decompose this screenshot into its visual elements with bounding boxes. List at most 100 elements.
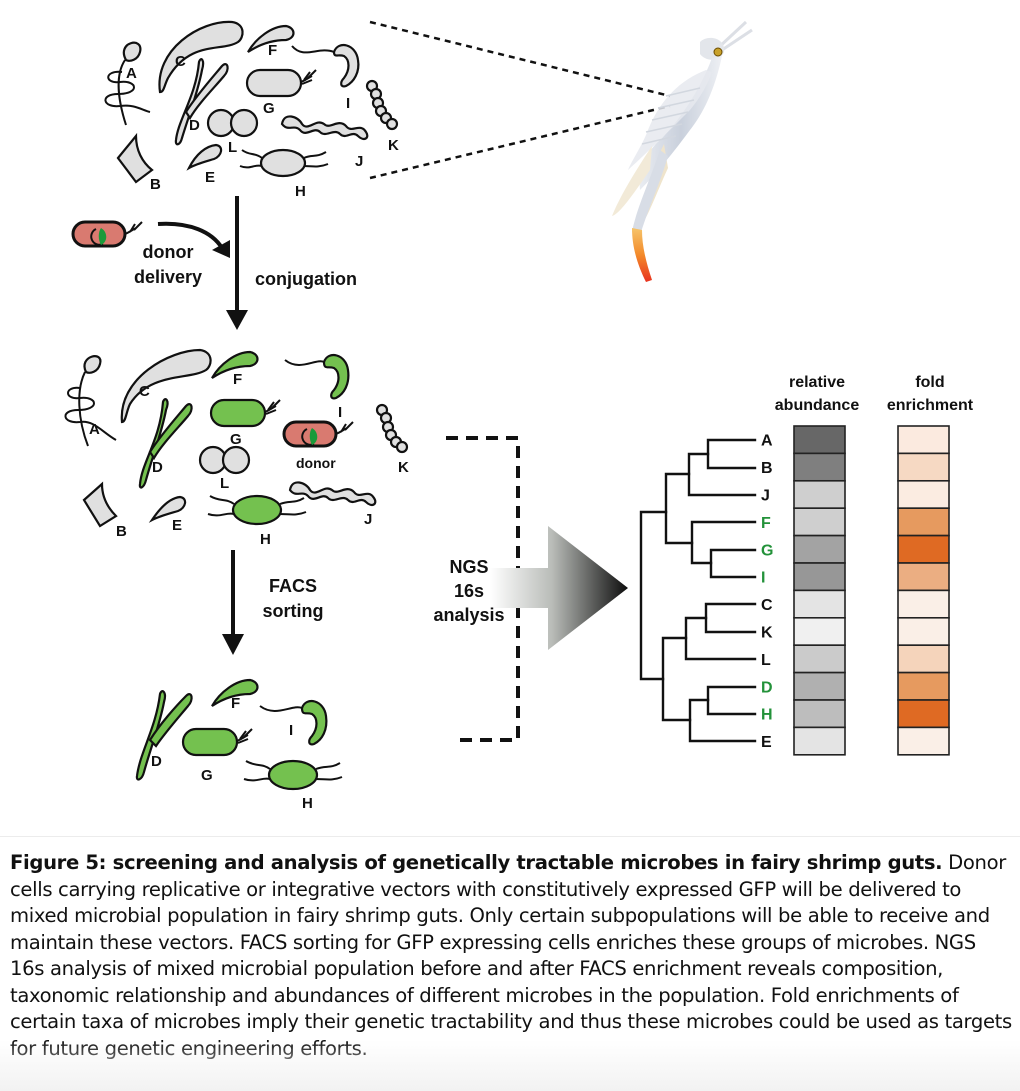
label-L: L	[228, 139, 237, 156]
label-H-stage2: H	[260, 531, 271, 548]
microbe-A	[104, 41, 151, 126]
leaf-label-K: K	[761, 625, 773, 642]
microbe-I	[291, 43, 360, 88]
microbe-B	[116, 132, 154, 184]
curved-arrowhead	[212, 240, 230, 258]
fairy-shrimp-image	[612, 20, 753, 282]
enrichment-cell-H	[897, 699, 950, 729]
label-B-stage2: B	[116, 523, 127, 540]
label-L-stage2: L	[220, 475, 229, 492]
enrichment-cell-C	[897, 589, 950, 619]
caption-title: Figure 5: screening and analysis of gene…	[10, 851, 943, 874]
abundance-cell-H	[793, 699, 846, 729]
abundance-cell-B	[793, 452, 846, 482]
microbe-D-stage3	[135, 690, 193, 781]
donor-delivery-line2: delivery	[134, 267, 202, 287]
microbe-K-stage2	[375, 403, 409, 454]
caption-body: Donor cells carrying replicative or inte…	[10, 851, 1012, 1060]
abundance-cell-J	[793, 479, 846, 509]
abundance-cell-I	[793, 562, 846, 592]
microbe-D-stage2	[138, 398, 193, 489]
microbe-F	[247, 24, 295, 53]
dendrogram	[639, 438, 757, 743]
down-arrow-2	[222, 634, 244, 655]
leaf-label-E: E	[761, 734, 772, 751]
label-D-stage2: D	[152, 459, 163, 476]
stage2-population: A B C D E F G H I J K L donor	[64, 348, 409, 548]
heatmap-relative-abundance	[793, 425, 846, 756]
abundance-cell-F	[793, 507, 846, 537]
enrichment-cell-F	[897, 507, 950, 537]
microbe-A-stage2	[64, 355, 117, 447]
leaf-label-A: A	[761, 433, 773, 450]
microbe-B-stage2	[82, 481, 118, 528]
label-D: D	[189, 117, 200, 134]
figure-diagram: A B C D E F G H I J K L	[64, 20, 974, 812]
leaf-label-C: C	[761, 597, 773, 614]
caption-divider	[0, 836, 1020, 837]
microbe-F-stage2	[211, 350, 259, 379]
label-I: I	[346, 95, 350, 112]
ngs-line1: NGS	[449, 557, 488, 577]
label-E-stage2: E	[172, 517, 182, 534]
microbe-I-stage3	[259, 699, 328, 746]
label-G: G	[263, 100, 275, 117]
conjugation-label: conjugation	[255, 269, 357, 289]
label-A-stage2: A	[89, 421, 100, 438]
enrichment-cell-D	[897, 671, 950, 701]
leaf-label-J: J	[761, 488, 770, 505]
enrichment-cell-J	[897, 479, 950, 509]
enrichment-cell-K	[897, 616, 950, 646]
microbe-I-stage2	[284, 353, 350, 400]
heatmap-fold-enrichment	[897, 425, 950, 756]
leaf-label-I: I	[761, 570, 765, 587]
leaf-label-F: F	[761, 515, 771, 532]
microbe-L-stage2	[198, 445, 251, 475]
microbe-G-stage2	[209, 398, 281, 428]
enrichment-cell-L	[897, 644, 950, 674]
abundance-cell-G	[793, 534, 846, 564]
label-G-stage3: G	[201, 767, 213, 784]
abundance-cell-A	[793, 425, 846, 455]
conjugation-step: donor delivery conjugation	[71, 196, 357, 330]
microbe-H-stage3	[243, 759, 343, 791]
facs-step: FACS sorting	[222, 550, 324, 655]
microbe-E-stage2	[148, 495, 187, 523]
abundance-cell-K	[793, 616, 846, 646]
label-I-stage3: I	[289, 722, 293, 739]
microbe-J	[280, 115, 369, 141]
microbe-J-stage2	[288, 481, 377, 507]
microbe-G-stage3	[181, 727, 253, 757]
ngs-step: NGS 16s analysis	[433, 436, 628, 742]
ngs-line3: analysis	[433, 605, 504, 625]
microbe-L	[206, 108, 259, 138]
stage1-population: A B C D E F G H I J K L	[104, 20, 399, 200]
stage3-population: D F G H I	[135, 678, 343, 812]
enrichment-cell-I	[897, 562, 950, 592]
facs-line2: sorting	[263, 601, 324, 621]
donor-cell-stage2	[282, 420, 354, 448]
label-D-stage3: D	[151, 753, 162, 770]
label-C: C	[175, 53, 186, 70]
enrichment-cell-A	[897, 425, 950, 455]
zoom-lines	[369, 20, 671, 180]
label-H: H	[295, 183, 306, 200]
ngs-line2: 16s	[454, 581, 484, 601]
enrichment-cell-B	[897, 452, 950, 482]
label-K-stage2: K	[398, 459, 409, 476]
microbe-C	[158, 20, 244, 94]
microbe-F-stage3	[211, 678, 259, 707]
label-C-stage2: C	[139, 383, 150, 400]
header-abundance-1: relative	[789, 374, 845, 391]
enrichment-cell-E	[897, 726, 950, 756]
label-F-stage2: F	[233, 371, 242, 388]
microbe-H-stage2	[207, 494, 307, 526]
enrichment-cell-G	[897, 534, 950, 564]
down-arrow-1	[226, 310, 248, 330]
results-panel: relative abundance fold enrichment ABJFG…	[639, 374, 974, 756]
ngs-arrow	[490, 526, 628, 650]
label-H-stage3: H	[302, 795, 313, 812]
label-B: B	[150, 176, 161, 193]
figure-caption: Figure 5: screening and analysis of gene…	[10, 850, 1015, 1062]
